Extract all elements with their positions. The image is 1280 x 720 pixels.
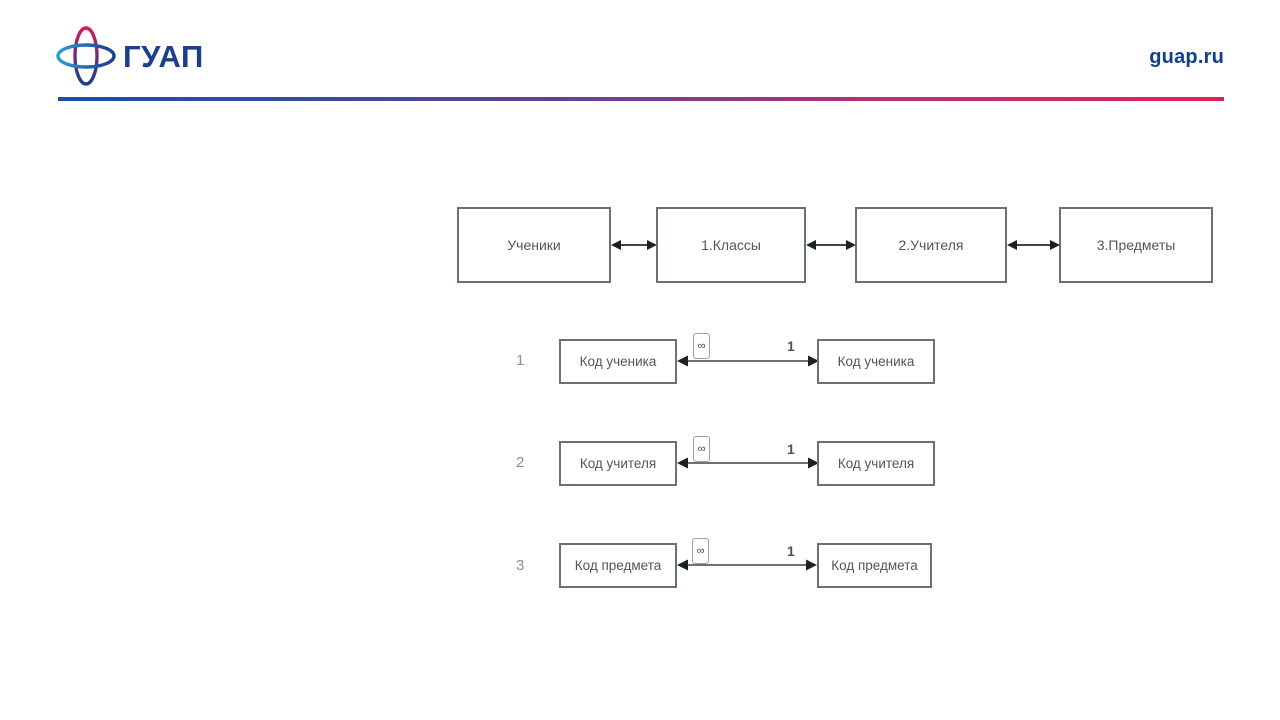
relation-row-number: 3 xyxy=(516,557,525,574)
entity-box-teachers[interactable]: 2.Учителя xyxy=(855,207,1007,283)
relation-right-field-box[interactable]: Код ученика xyxy=(817,339,935,384)
entity-label: 2.Учителя xyxy=(898,237,964,253)
field-label: Код учителя xyxy=(579,456,657,471)
entity-box-classes[interactable]: 1.Классы xyxy=(656,207,806,283)
relation-row-number: 2 xyxy=(516,454,525,471)
relation-row-number: 1 xyxy=(516,352,525,369)
relation-right-field-box[interactable]: Код предмета xyxy=(817,543,932,588)
entity-connector-2-icon xyxy=(806,240,856,250)
entity-connector-1-icon xyxy=(611,240,657,250)
field-label: Код учителя xyxy=(837,456,915,471)
relation-connector-3-icon xyxy=(677,559,817,571)
relation-left-field-box[interactable]: Код учителя xyxy=(559,441,677,486)
relation-right-field-box[interactable]: Код учителя xyxy=(817,441,935,486)
entity-label: 1.Классы xyxy=(701,237,761,253)
site-url-label: guap.ru xyxy=(1149,46,1224,68)
page-header: ГУАП guap.ru xyxy=(0,0,1280,110)
entity-label: Ученики xyxy=(507,237,561,253)
entity-connector-3-icon xyxy=(1007,240,1060,250)
atom-orbit-logo-icon xyxy=(56,26,116,86)
field-label: Код предмета xyxy=(574,558,662,573)
cardinality-one-label: 1 xyxy=(787,441,795,457)
cardinality-many-badge: ∞ xyxy=(693,333,710,359)
brand-logo: ГУАП xyxy=(55,24,204,88)
entity-box-students[interactable]: Ученики xyxy=(457,207,611,283)
cardinality-many-badge: ∞ xyxy=(692,538,709,564)
entity-box-subjects[interactable]: 3.Предметы xyxy=(1059,207,1213,283)
brand-logo-text: ГУАП xyxy=(123,38,204,74)
relation-connector-1-icon xyxy=(677,355,819,367)
cardinality-many-badge: ∞ xyxy=(693,436,710,462)
relation-connector-2-icon xyxy=(677,457,819,469)
field-label: Код ученика xyxy=(579,354,657,369)
field-label: Код предмета xyxy=(831,558,918,573)
relation-left-field-box[interactable]: Код предмета xyxy=(559,543,677,588)
relation-left-field-box[interactable]: Код ученика xyxy=(559,339,677,384)
header-gradient-rule xyxy=(58,97,1224,101)
field-label: Код ученика xyxy=(837,354,915,369)
cardinality-one-label: 1 xyxy=(787,338,795,354)
entity-label: 3.Предметы xyxy=(1096,237,1176,253)
cardinality-one-label: 1 xyxy=(787,543,795,559)
